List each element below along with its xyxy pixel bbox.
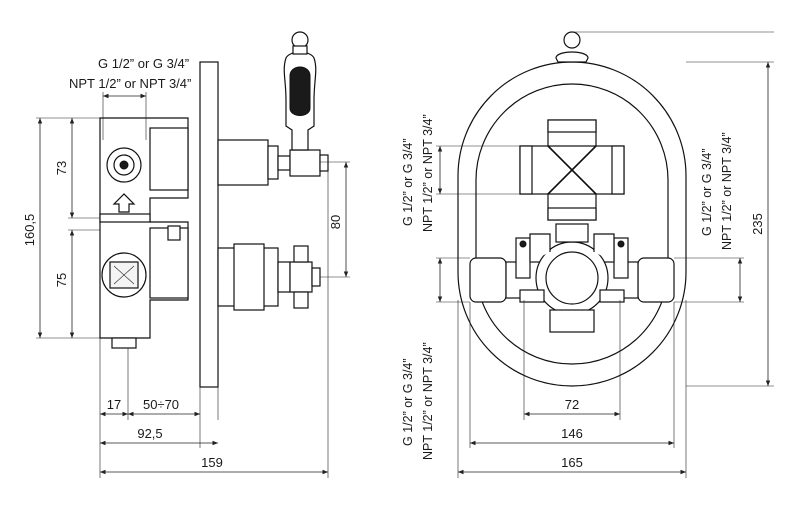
front-lever-knob bbox=[563, 31, 581, 49]
dim-depth-body: 92,5 bbox=[137, 426, 162, 441]
upper-cartridge-nut bbox=[267, 145, 279, 180]
lower-valve-assembly bbox=[469, 223, 675, 333]
front-thread-top-line1: G 1/2” or G 3/4” bbox=[401, 138, 415, 226]
wall-plate bbox=[199, 61, 219, 388]
front-thread-bottom-line1: G 1/2” or G 3/4” bbox=[401, 358, 415, 446]
dim-inner-width: 72 bbox=[565, 397, 579, 412]
cross-handle-arm-down bbox=[293, 291, 309, 309]
cross-handle-hub bbox=[289, 261, 313, 293]
cross-handle-cap bbox=[311, 267, 321, 287]
dim-upper: 73 bbox=[54, 161, 69, 175]
dim-port-width: 146 bbox=[561, 426, 583, 441]
bottom-outlet bbox=[111, 337, 137, 349]
front-view: G 1/2” or G 3/4” NPT 1/2” or NPT 3/4” G … bbox=[401, 31, 774, 478]
flow-arrow-icon bbox=[112, 193, 136, 213]
dim-lower: 75 bbox=[54, 273, 69, 287]
front-thread-bottom-line2: NPT 1/2” or NPT 3/4” bbox=[421, 342, 435, 460]
dim-total-width: 165 bbox=[561, 455, 583, 470]
side-thread-note-line2: NPT 1/2” or NPT 3/4” bbox=[69, 76, 191, 91]
dim-height-total: 160,5 bbox=[22, 214, 37, 247]
side-thread-note-line1: G 1/2” or G 3/4” bbox=[98, 56, 189, 71]
dim-depth-total: 159 bbox=[201, 455, 223, 470]
dim-height: 235 bbox=[750, 213, 765, 235]
front-thread-right-line1: G 1/2” or G 3/4” bbox=[700, 148, 714, 236]
upper-handle-hub bbox=[289, 149, 321, 177]
upper-cartridge bbox=[217, 139, 269, 186]
dim-depth-range: 50÷70 bbox=[143, 397, 179, 412]
front-thread-right-line2: NPT 1/2” or NPT 3/4” bbox=[720, 132, 734, 250]
middle-band bbox=[99, 213, 151, 223]
upper-cross-fitting bbox=[519, 119, 625, 221]
dim-depth-small: 17 bbox=[107, 397, 121, 412]
front-thread-top-line2: NPT 1/2” or NPT 3/4” bbox=[421, 114, 435, 232]
upper-handle-cap bbox=[319, 154, 329, 172]
lever-collar bbox=[292, 45, 308, 55]
front-lever-collar bbox=[555, 51, 589, 63]
upper-port-hole bbox=[119, 160, 129, 170]
cross-handle-arm-up bbox=[293, 245, 309, 263]
small-lug bbox=[167, 225, 181, 241]
upper-housing bbox=[149, 127, 189, 191]
lower-stem bbox=[277, 261, 291, 293]
side-view: G 1/2” or G 3/4” NPT 1/2” or NPT 3/4” 16… bbox=[22, 31, 350, 478]
lower-cartridge-ring bbox=[233, 243, 265, 311]
upper-stem bbox=[277, 155, 291, 171]
dim-spacing: 80 bbox=[328, 215, 343, 229]
lever-handle-dark bbox=[289, 66, 311, 116]
